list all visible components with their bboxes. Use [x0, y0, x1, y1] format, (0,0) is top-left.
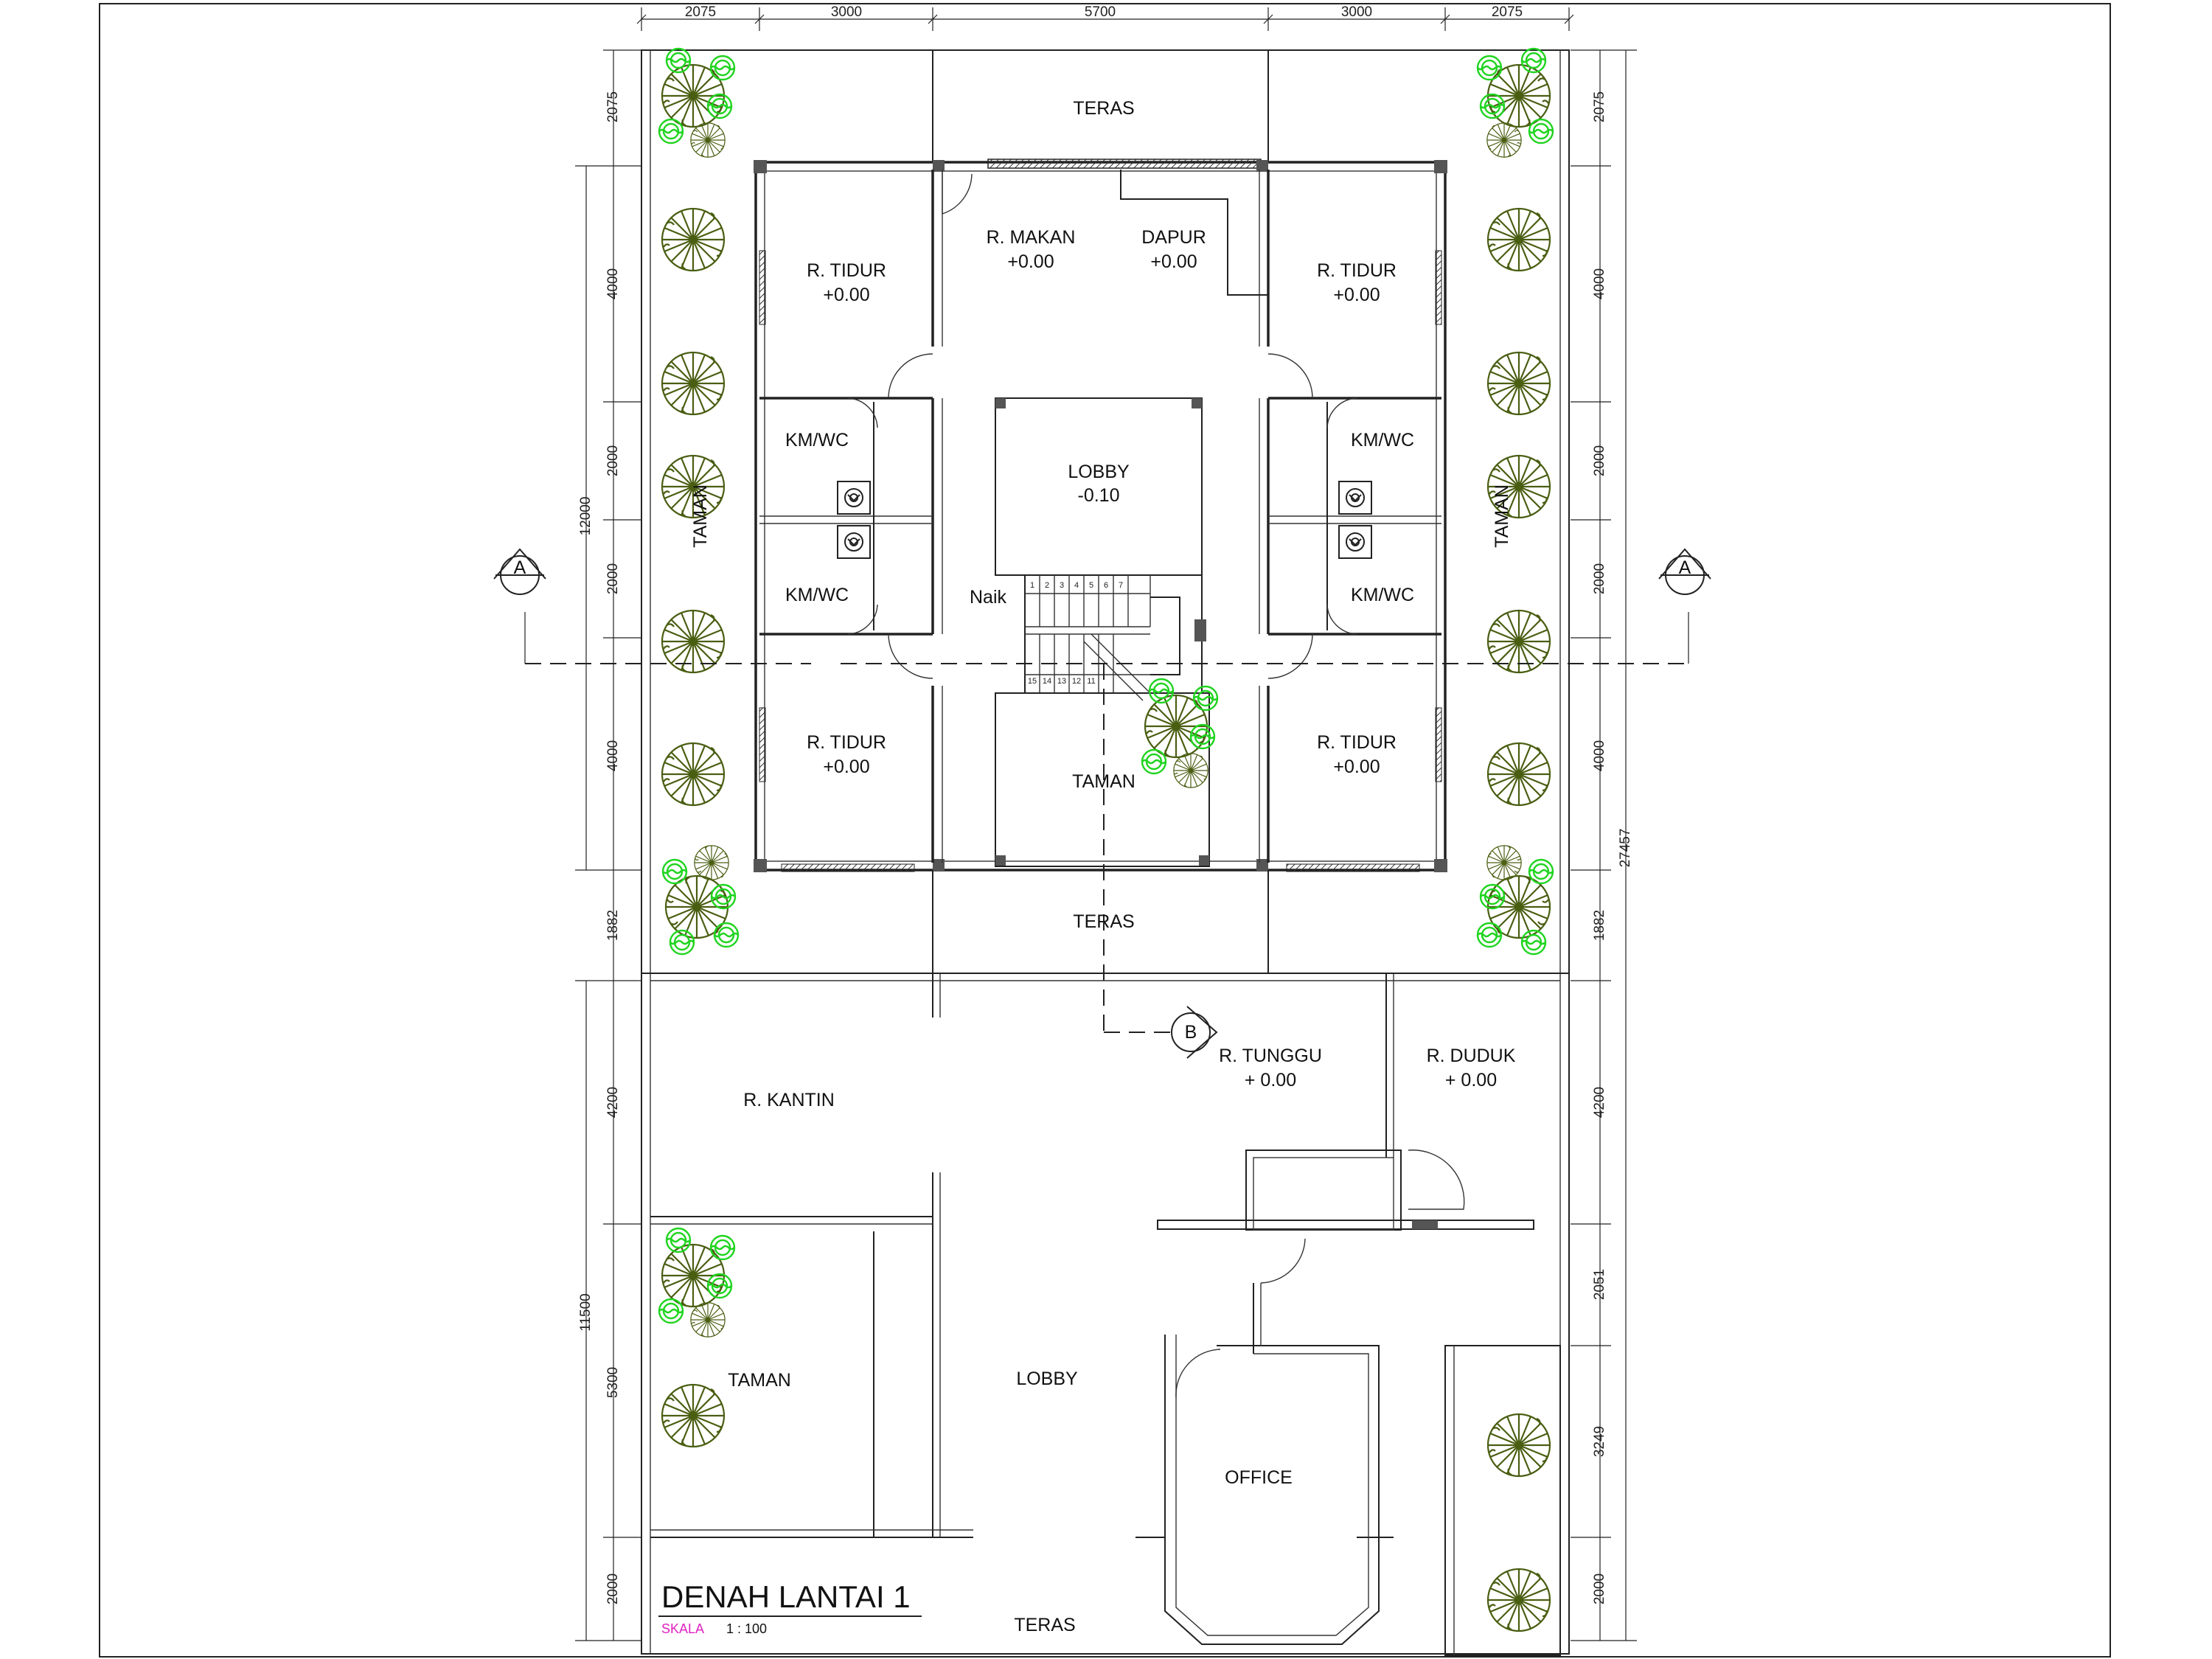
drawing-title-block: DENAH LANTAI 1 SKALA 1 : 100 — [658, 1579, 922, 1636]
room-taman-right: TAMAN — [1492, 484, 1512, 548]
stair-step-2: 2 — [1045, 581, 1049, 590]
dim-left-6: 1882 — [605, 910, 621, 941]
upper-building-walls — [754, 50, 1447, 872]
stair-step-12: 12 — [1072, 677, 1081, 686]
dim-left-8: 5300 — [605, 1367, 621, 1398]
room-lobby-top: LOBBY — [1068, 462, 1130, 482]
dim-right-9: 3249 — [1592, 1426, 1607, 1457]
room-r-tidur-1: R. TIDUR — [807, 260, 886, 281]
section-marker-a-left: A — [493, 548, 546, 595]
toilet-icon — [1338, 481, 1372, 515]
lower-building-walls — [650, 973, 1569, 1656]
dim-right-2: 4000 — [1592, 268, 1607, 299]
room-r-tunggu-level: + 0.00 — [1245, 1070, 1296, 1091]
dim-right-3: 2000 — [1592, 445, 1607, 476]
section-marker-a-right: A — [1658, 548, 1711, 595]
section-lines — [524, 612, 1689, 1033]
room-r-tidur-1-level: +0.00 — [823, 285, 869, 305]
left-dimension-lines: 12000 11500 2075 4000 2000 2000 4000 188… — [575, 49, 641, 1641]
room-kmwc-1: KM/WC — [785, 430, 849, 451]
room-teras-bottom: TERAS — [1014, 1615, 1075, 1635]
dim-left-7: 4200 — [605, 1087, 621, 1118]
room-dapur-level: +0.00 — [1150, 251, 1197, 272]
room-r-tidur-3: R. TIDUR — [807, 732, 886, 753]
toilet-icon — [837, 481, 871, 515]
room-dapur: DAPUR — [1141, 227, 1206, 248]
room-r-kantin: R. KANTIN — [743, 1090, 835, 1110]
stair-step-4: 4 — [1074, 581, 1079, 590]
dim-right-10: 2000 — [1592, 1573, 1607, 1604]
dim-right-8: 2051 — [1592, 1269, 1607, 1300]
toilet-icon — [837, 525, 871, 559]
room-r-tidur-3-level: +0.00 — [823, 757, 869, 777]
stair-step-15: 15 — [1028, 677, 1037, 686]
dim-top-4: 3000 — [1341, 4, 1372, 20]
stair-step-14: 14 — [1043, 677, 1051, 686]
dim-top-2: 3000 — [831, 4, 862, 20]
dim-left-2: 4000 — [605, 268, 621, 299]
room-r-makan-level: +0.00 — [1007, 251, 1054, 272]
dim-left-9: 2000 — [605, 1573, 621, 1604]
dim-right-4: 2000 — [1592, 563, 1607, 594]
dim-left-3: 2000 — [605, 445, 621, 476]
stair-step-6: 6 — [1104, 581, 1108, 590]
room-taman-center: TAMAN — [1072, 771, 1135, 792]
room-taman-bottom: TAMAN — [728, 1370, 791, 1391]
stair-step-11: 11 — [1087, 677, 1095, 686]
room-r-tidur-2-level: +0.00 — [1333, 285, 1380, 305]
sheet-frame — [99, 3, 2111, 1658]
room-r-tidur-2: R. TIDUR — [1317, 260, 1397, 281]
dim-left-1: 2075 — [605, 91, 621, 122]
room-kmwc-4: KM/WC — [1351, 585, 1414, 605]
drawing-title: DENAH LANTAI 1 — [661, 1579, 911, 1614]
dim-left-outer-2: 11500 — [578, 1293, 594, 1331]
dim-top-3: 5700 — [1085, 4, 1116, 20]
room-kmwc-3: KM/WC — [1351, 430, 1414, 451]
dim-right-total: 27457 — [1618, 829, 1633, 868]
stair-step-13: 13 — [1057, 677, 1066, 686]
room-r-duduk-level: + 0.00 — [1445, 1070, 1497, 1091]
room-r-duduk: R. DUDUK — [1427, 1046, 1516, 1066]
upper-lobby-box — [995, 397, 1210, 867]
site-boundary — [641, 49, 1570, 1655]
dim-left-5: 4000 — [605, 740, 621, 771]
room-office: OFFICE — [1225, 1467, 1293, 1488]
dim-left-outer-1: 12000 — [578, 497, 594, 536]
dim-left-4: 2000 — [605, 563, 621, 594]
dim-right-7: 4200 — [1592, 1087, 1607, 1118]
dim-top-1: 2075 — [685, 4, 716, 20]
toilet-icon — [1338, 525, 1372, 559]
room-teras-top: TERAS — [1073, 98, 1134, 119]
landscape-trees — [659, 49, 1553, 1632]
room-r-tidur-4-level: +0.00 — [1333, 757, 1380, 777]
dim-right-6: 1882 — [1592, 910, 1607, 941]
stair-step-3: 3 — [1060, 581, 1064, 590]
room-r-tidur-4: R. TIDUR — [1317, 732, 1397, 753]
room-lobby-top-level: -0.10 — [1078, 485, 1120, 506]
scale-value: 1 : 100 — [726, 1621, 767, 1636]
right-dimension-lines: 27457 2075 4000 2000 2000 4000 1882 4200… — [1571, 49, 1637, 1641]
section-label-b: B — [1185, 1022, 1197, 1043]
top-dimension-line: 2075 3000 5700 3000 2075 — [636, 4, 1574, 31]
stair-naik-label: Naik — [970, 587, 1007, 608]
room-r-tunggu: R. TUNGGU — [1219, 1046, 1322, 1066]
section-label-a-left: A — [514, 557, 526, 578]
section-marker-b: B — [1171, 1006, 1218, 1059]
stair-step-5: 5 — [1089, 581, 1093, 590]
dim-top-5: 2075 — [1492, 4, 1523, 20]
room-r-makan: R. MAKAN — [987, 227, 1076, 248]
room-teras-mid: TERAS — [1073, 911, 1134, 932]
scale-label: SKALA — [661, 1621, 704, 1636]
stair-step-7: 7 — [1119, 581, 1123, 590]
room-lobby-bottom: LOBBY — [1016, 1368, 1078, 1389]
stair-step-1: 1 — [1030, 581, 1034, 590]
room-kmwc-2: KM/WC — [785, 585, 849, 605]
section-label-a-right: A — [1679, 557, 1691, 578]
dim-right-5: 4000 — [1592, 740, 1607, 771]
dim-right-1: 2075 — [1592, 91, 1607, 122]
room-taman-left: TAMAN — [690, 484, 711, 548]
